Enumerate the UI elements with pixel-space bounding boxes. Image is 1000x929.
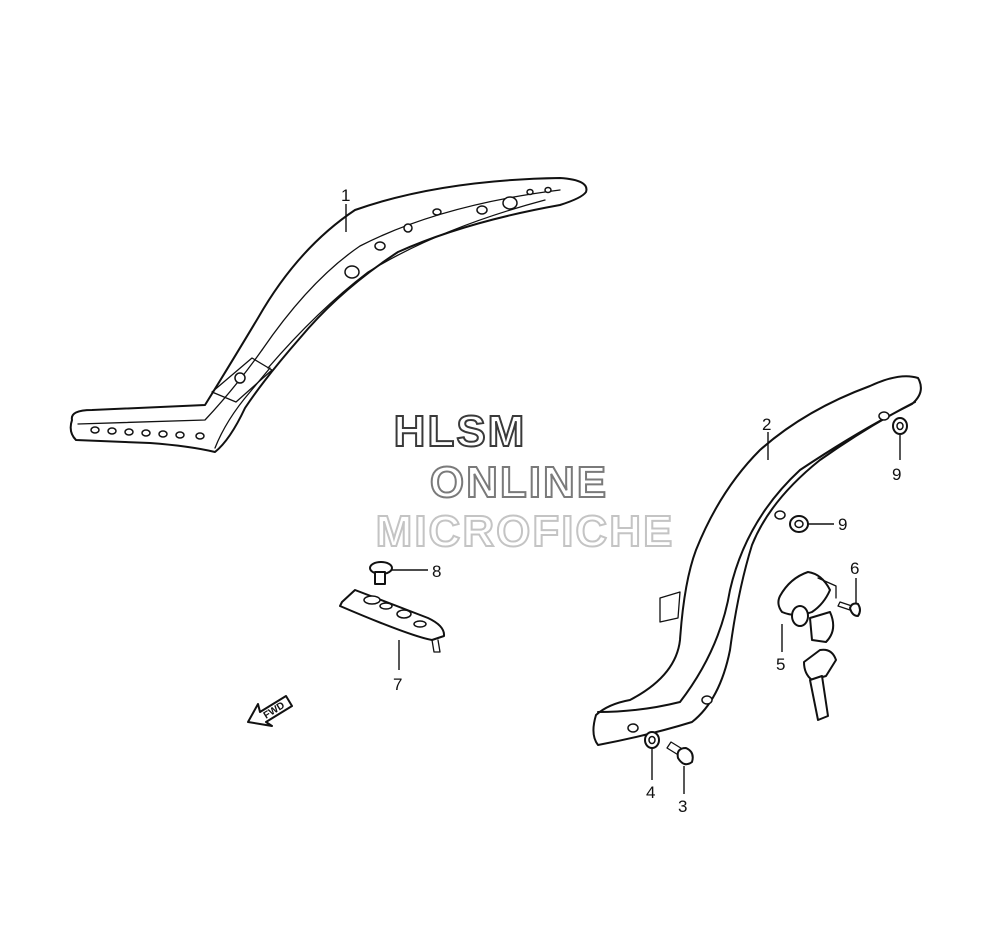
callout-1: 1 [341,186,350,205]
part-3-bolt [666,741,694,766]
callout-4: 4 [646,783,655,802]
callout-9-lower: 9 [838,515,847,534]
callout-9-upper: 9 [892,465,901,484]
part-7-bracket [339,589,446,653]
callout-6: 6 [850,559,859,578]
part-9-washer-lower [789,515,809,533]
watermark-line-1: HLSM [393,407,527,456]
fwd-arrow-icon: FWD [247,695,293,727]
part-6-screw [837,601,861,617]
part-4-washer [644,731,660,749]
callout-7: 7 [393,675,402,694]
callout-8: 8 [432,562,441,581]
part-8-screw [369,561,393,585]
callout-3: 3 [678,797,687,816]
watermark-line-2: ONLINE [429,458,609,507]
part-1-grab-rail-left [69,177,588,453]
part-2-grab-rail-right [592,375,922,746]
callout-2: 2 [762,415,771,434]
part-5-lock-set [777,571,837,721]
callout-5: 5 [776,655,785,674]
part-9-washer-upper [892,417,908,435]
watermark-line-3: MICROFICHE [375,507,675,556]
